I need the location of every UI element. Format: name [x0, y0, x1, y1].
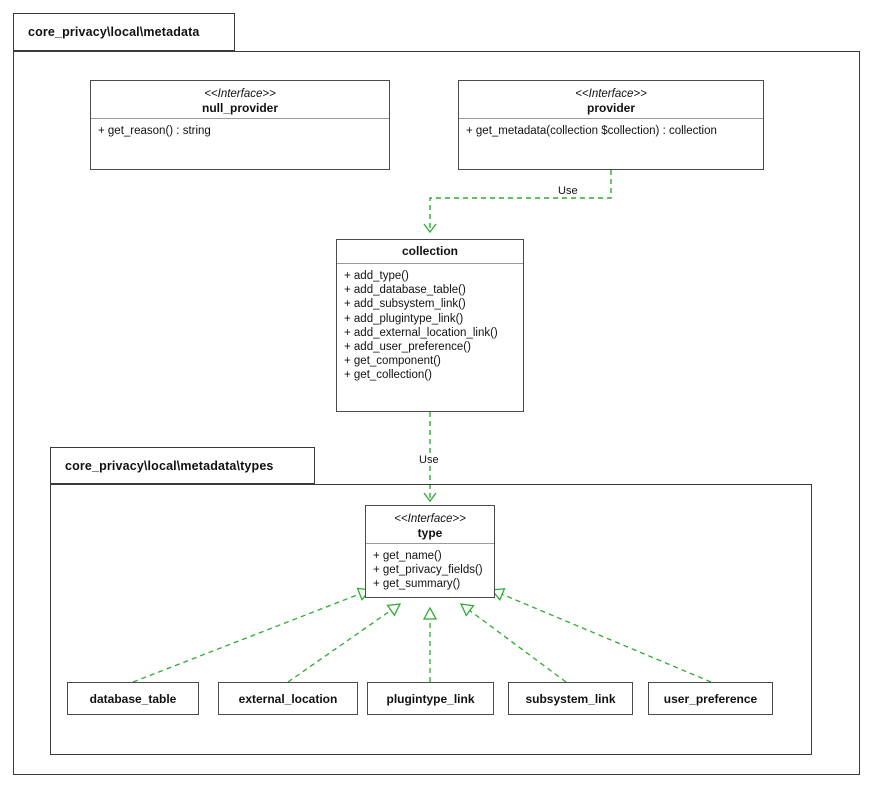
edge-label-use-collection-type: Use [417, 454, 441, 466]
class-type[interactable]: <<Interface>> type + get_name() + get_pr… [365, 505, 495, 598]
member: + add_type() [344, 270, 409, 282]
package-core-privacy-local-metadata: core_privacy\local\metadata [13, 13, 860, 775]
class-collection-members: + add_type() + add_database_table() + ad… [337, 264, 523, 389]
member: + get_collection() [344, 369, 432, 382]
member: + add_database_table() [344, 284, 466, 297]
class-type-header: <<Interface>> type [366, 506, 494, 544]
class-external-location-name: external_location [238, 691, 338, 706]
member: + get_metadata(collection $collection) :… [466, 125, 717, 137]
class-database-table[interactable]: database_table [67, 682, 199, 715]
class-type-name: type [417, 526, 443, 540]
class-provider-name: provider [586, 101, 635, 115]
class-type-members: + get_name() + get_privacy_fields() + ge… [366, 544, 494, 598]
package-outer-label: core_privacy\local\metadata [28, 25, 200, 39]
class-plugintype-link-name: plugintype_link [386, 691, 475, 706]
package-core-privacy-local-metadata-types: core_privacy\local\metadata\types [50, 447, 812, 755]
class-user-preference-name: user_preference [663, 691, 758, 706]
class-collection-header: collection [337, 240, 523, 264]
class-provider[interactable]: <<Interface>> provider + get_metadata(co… [458, 80, 764, 170]
class-subsystem-link[interactable]: subsystem_link [508, 682, 633, 715]
package-outer-body [13, 51, 860, 775]
package-inner-body [50, 484, 812, 755]
member: + get_component() [344, 355, 441, 368]
package-inner-label: core_privacy\local\metadata\types [65, 458, 274, 473]
member: + add_subsystem_link() [344, 298, 466, 311]
member: + get_privacy_fields() [373, 564, 483, 577]
member: + get_reason() : string [98, 125, 211, 137]
class-database-table-name: database_table [89, 691, 177, 706]
class-user-preference[interactable]: user_preference [648, 682, 773, 715]
edge-label-use-provider-collection: Use [556, 185, 580, 197]
member: + add_external_location_link() [344, 326, 498, 339]
member: + add_plugintype_link() [344, 312, 464, 325]
class-type-stereotype: <<Interface>> [394, 513, 466, 525]
member: + add_user_preference() [344, 341, 471, 354]
class-null-provider-stereotype: <<Interface>> [204, 88, 276, 100]
class-provider-members: + get_metadata(collection $collection) :… [459, 119, 763, 144]
class-null-provider-header: <<Interface>> null_provider [91, 81, 389, 119]
class-collection[interactable]: collection + add_type() + add_database_t… [336, 239, 524, 412]
class-null-provider-name: null_provider [201, 101, 278, 115]
class-external-location[interactable]: external_location [218, 682, 358, 715]
member: + get_name() [373, 550, 442, 562]
package-outer-tab[interactable]: core_privacy\local\metadata [13, 13, 235, 51]
class-plugintype-link[interactable]: plugintype_link [367, 682, 494, 715]
class-subsystem-link-name: subsystem_link [525, 691, 616, 706]
class-null-provider-members: + get_reason() : string [91, 119, 389, 144]
class-collection-name: collection [401, 244, 458, 258]
class-null-provider[interactable]: <<Interface>> null_provider + get_reason… [90, 80, 390, 170]
member: + get_summary() [373, 578, 461, 591]
package-inner-tab[interactable]: core_privacy\local\metadata\types [50, 447, 315, 484]
class-provider-stereotype: <<Interface>> [575, 88, 647, 100]
class-provider-header: <<Interface>> provider [459, 81, 763, 119]
